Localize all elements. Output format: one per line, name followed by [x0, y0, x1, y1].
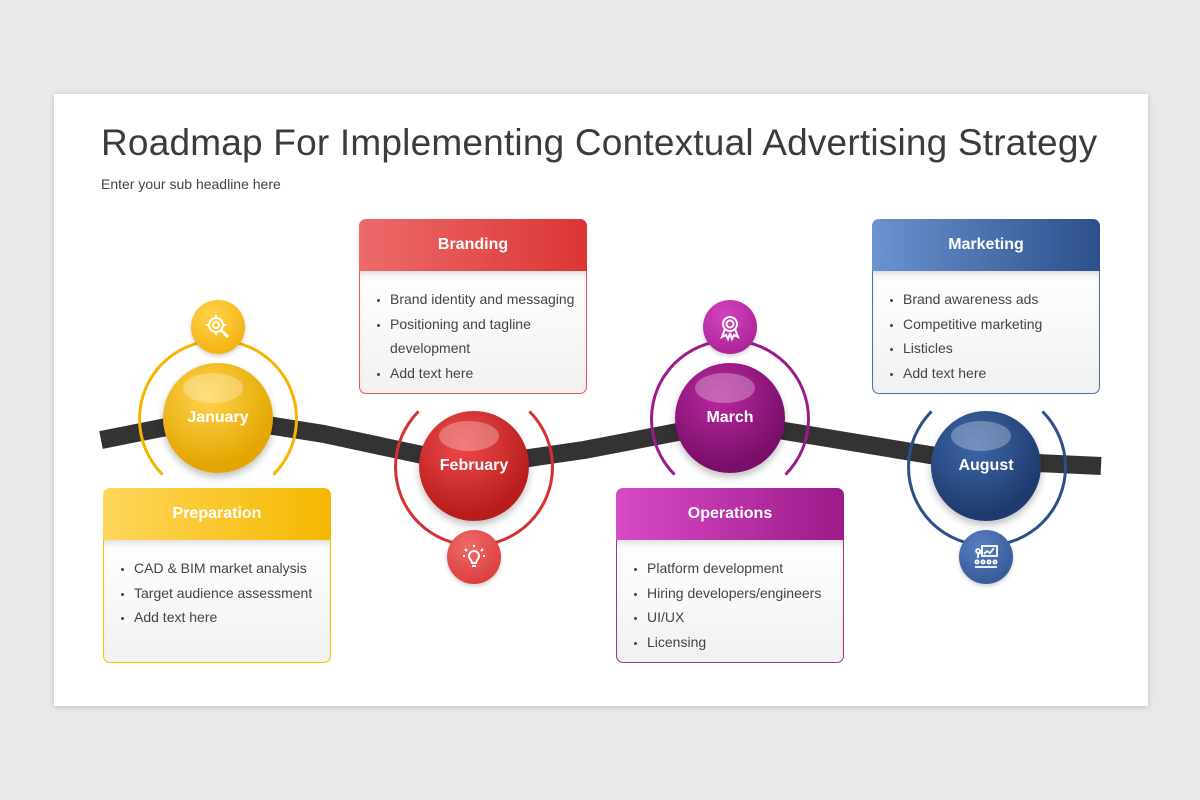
card-preparation-title: Preparation [172, 505, 262, 522]
card-branding-list: Brand identity and messaging Positioning… [360, 271, 586, 393]
month-march-label: March [706, 409, 754, 426]
page-title: Roadmap For Implementing Contextual Adve… [101, 122, 1098, 163]
list-item: UI/UX [647, 605, 835, 630]
list-item: Hiring developers/engineers [647, 581, 835, 606]
month-february: February [419, 411, 529, 521]
list-item: Target audience assessment [134, 581, 322, 606]
card-operations-title: Operations [687, 505, 773, 522]
lightbulb-icon [447, 530, 501, 584]
list-item: Competitive marketing [903, 312, 1091, 337]
month-february-label: February [439, 457, 509, 474]
list-item: Add text here [903, 361, 1091, 386]
list-item: Brand identity and messaging [390, 287, 578, 312]
list-item: Platform development [647, 556, 835, 581]
card-branding: Branding Brand identity and messaging Po… [359, 219, 587, 394]
card-branding-header: Branding [359, 219, 587, 271]
card-preparation-list: CAD & BIM market analysis Target audienc… [104, 540, 330, 638]
card-preparation: Preparation CAD & BIM market analysis Ta… [103, 488, 331, 663]
card-branding-body: Brand identity and messaging Positioning… [359, 271, 587, 394]
card-marketing-list: Brand awareness ads Competitive marketin… [873, 271, 1099, 393]
search-gear-icon [191, 300, 245, 354]
card-operations-header: Operations [616, 488, 844, 540]
card-marketing-header: Marketing [872, 219, 1100, 271]
award-badge-icon [703, 300, 757, 354]
month-january-label: January [187, 409, 249, 426]
card-preparation-header: Preparation [103, 488, 331, 540]
list-item: Positioning and tagline development [390, 312, 578, 361]
card-marketing-title: Marketing [948, 236, 1024, 253]
card-operations: Operations Platform development Hiring d… [616, 488, 844, 663]
card-marketing: Marketing Brand awareness ads Competitiv… [872, 219, 1100, 394]
list-item: Add text here [390, 361, 578, 386]
card-preparation-body: CAD & BIM market analysis Target audienc… [103, 540, 331, 663]
card-branding-title: Branding [437, 236, 509, 253]
list-item: Listicles [903, 336, 1091, 361]
presentation-icon [959, 530, 1013, 584]
list-item: CAD & BIM market analysis [134, 556, 322, 581]
list-item: Licensing [647, 630, 835, 655]
card-operations-body: Platform development Hiring developers/e… [616, 540, 844, 663]
card-operations-list: Platform development Hiring developers/e… [617, 540, 843, 662]
month-august: August [931, 411, 1041, 521]
month-january: January [163, 363, 273, 473]
month-march: March [675, 363, 785, 473]
month-august-label: August [958, 457, 1014, 474]
card-marketing-body: Brand awareness ads Competitive marketin… [872, 271, 1100, 394]
list-item: Add text here [134, 605, 322, 630]
slide: Roadmap For Implementing Contextual Adve… [54, 94, 1148, 706]
list-item: Brand awareness ads [903, 287, 1091, 312]
page-subtitle: Enter your sub headline here [101, 176, 281, 192]
